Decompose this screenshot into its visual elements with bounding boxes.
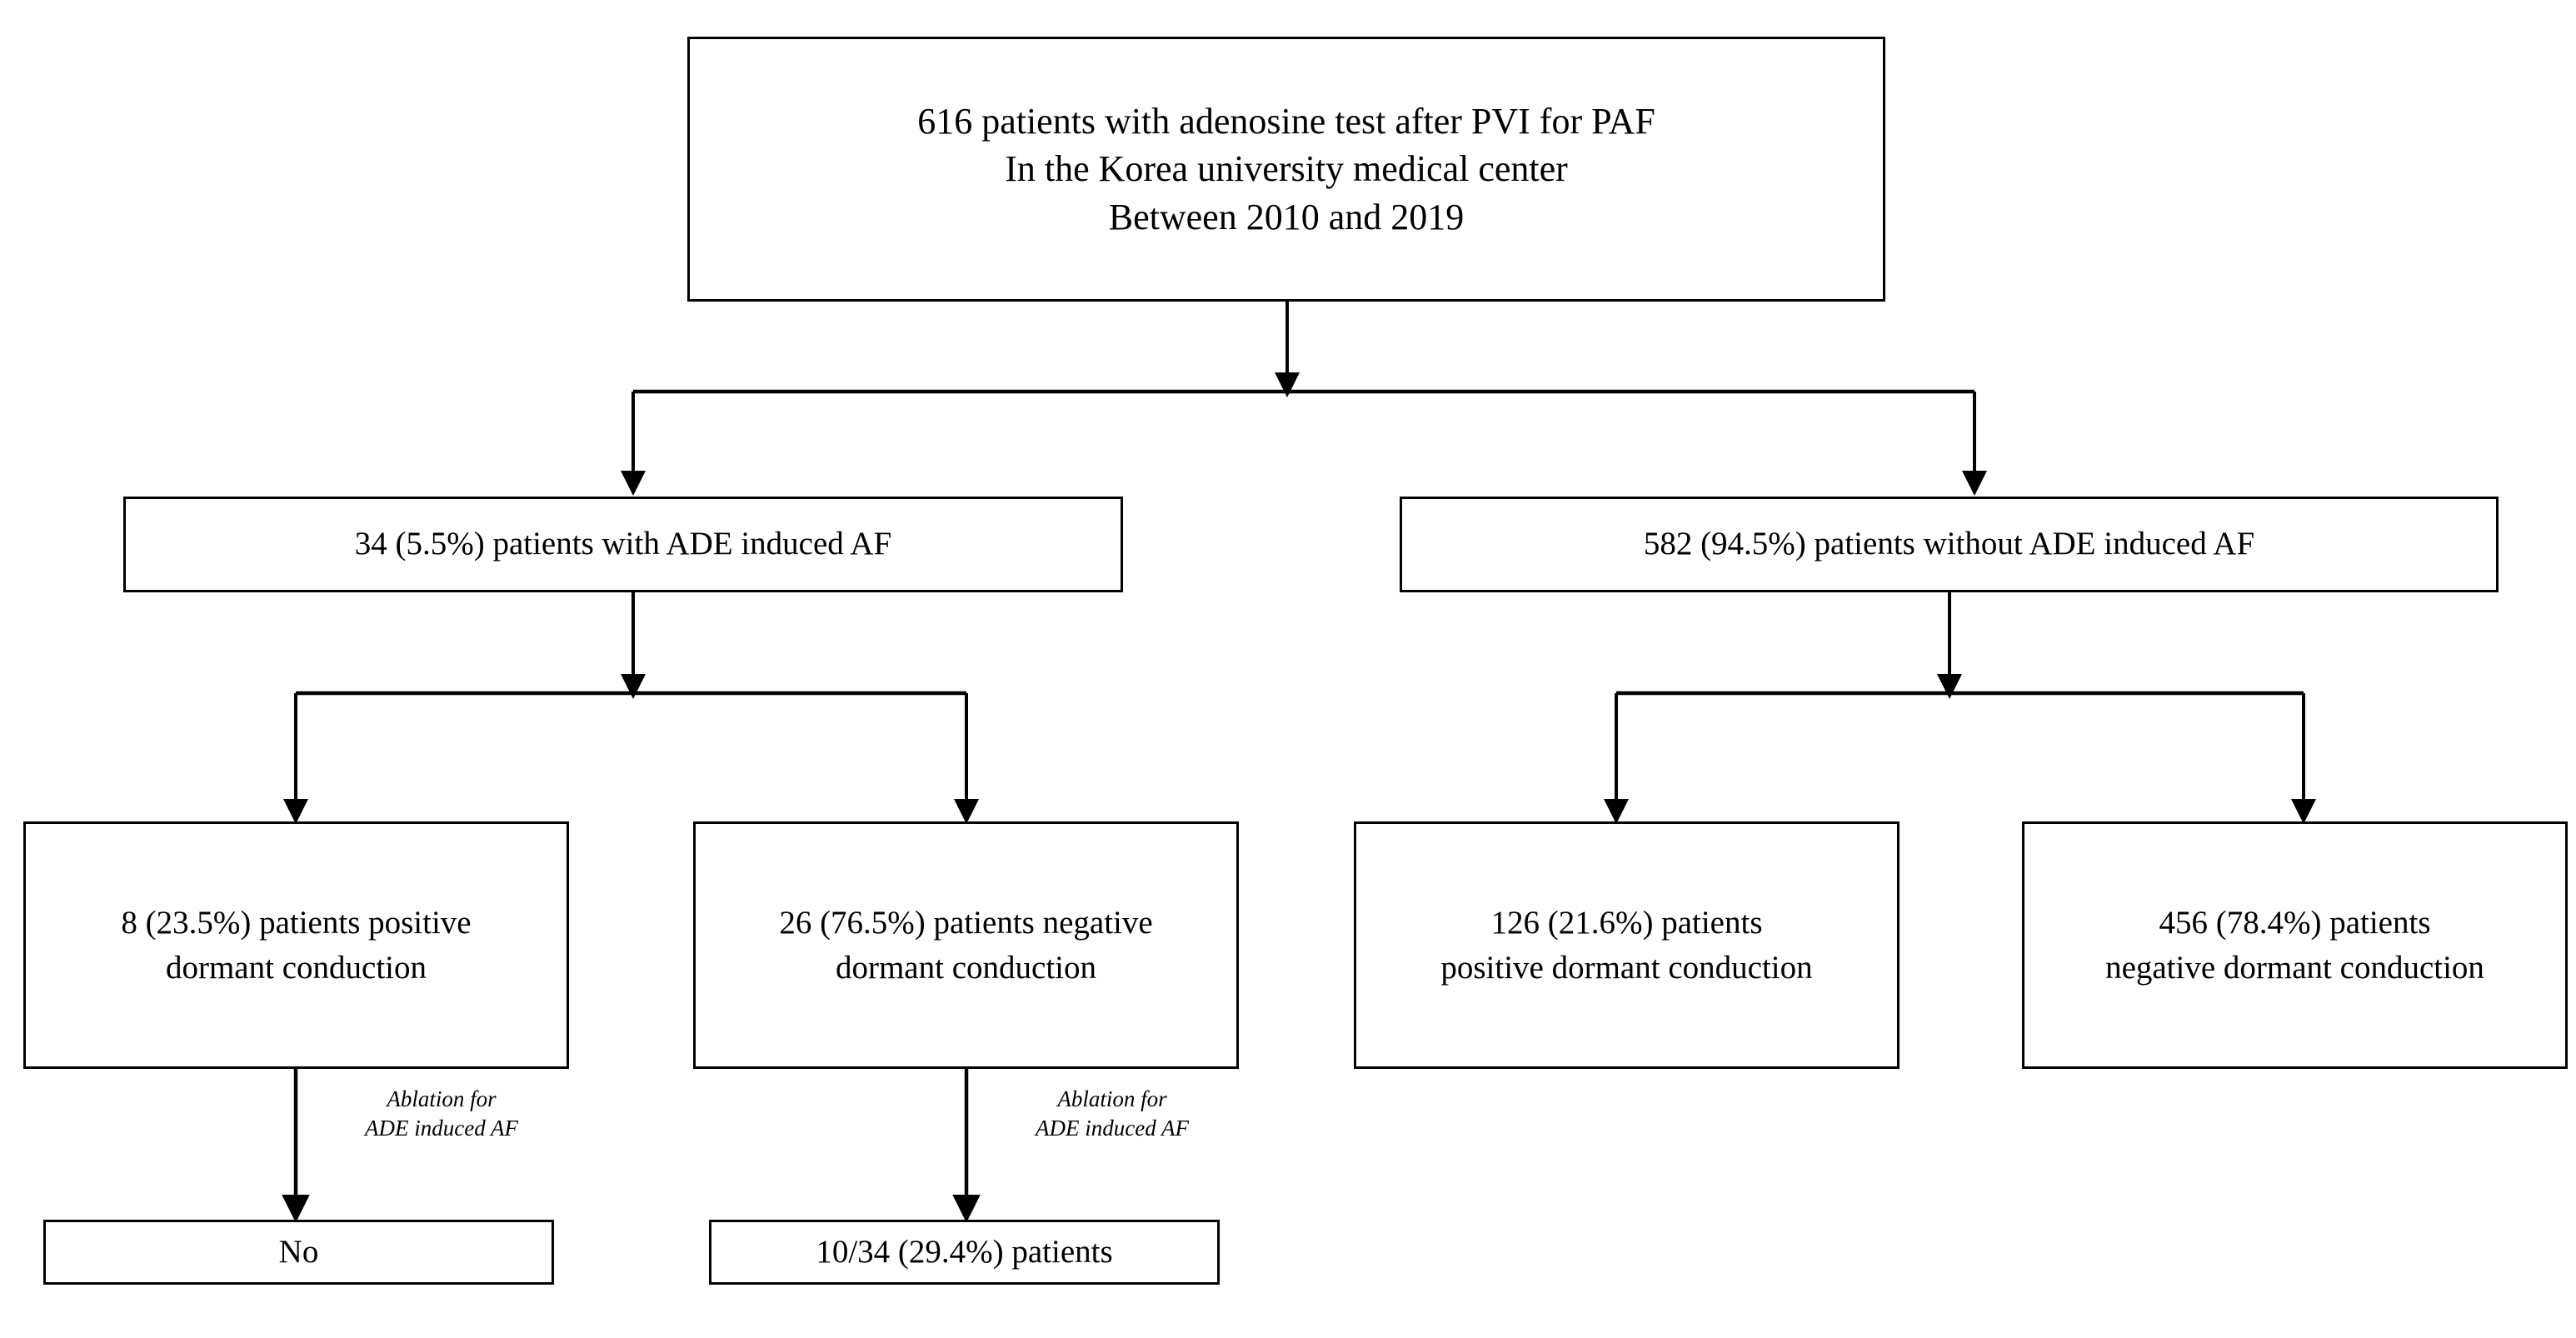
ade-induced-af-label: 34 (5.5%) patients with ADE induced AF (354, 526, 892, 562)
ade-positive-dormant-negative-box: 26 (76.5%) patients negative dormant con… (693, 821, 1239, 1069)
no-ade-induced-af-box: 582 (94.5%) patients without ADE induced… (1400, 497, 2499, 592)
ade-positive-dormant-positive-box: 8 (23.5%) patients positive dormant cond… (23, 821, 569, 1069)
root-cohort-label: 616 patients with adenosine test after P… (917, 101, 1655, 237)
no-ade-dormant-negative-box: 456 (78.4%) patients negative dormant co… (2022, 821, 2568, 1069)
ade-induced-af-box: 34 (5.5%) patients with ADE induced AF (123, 497, 1123, 592)
no-ade-dormant-negative-label: 456 (78.4%) patients negative dormant co… (2105, 905, 2484, 986)
outcome-ablation-count-box: 10/34 (29.4%) patients (709, 1220, 1220, 1285)
outcome-ablation-count-label: 10/34 (29.4%) patients (816, 1233, 1113, 1270)
root-cohort-box: 616 patients with adenosine test after P… (687, 37, 1885, 302)
no-ade-dormant-positive-box: 126 (21.6%) patients positive dormant co… (1354, 821, 1900, 1069)
ade-positive-dormant-positive-label: 8 (23.5%) patients positive dormant cond… (121, 905, 472, 986)
edge-ade-positive-split (283, 592, 979, 824)
no-ade-induced-af-label: 582 (94.5%) patients without ADE induced… (1643, 526, 2255, 562)
outcome-no-label: No (278, 1233, 319, 1270)
edge-root-to-split (621, 302, 1987, 496)
outcome-no-box: No (43, 1220, 554, 1285)
ade-positive-dormant-negative-label: 26 (76.5%) patients negative dormant con… (779, 905, 1153, 986)
no-ade-dormant-positive-label: 126 (21.6%) patients positive dormant co… (1440, 905, 1813, 986)
ablation-annotation-left: Ablation for ADE induced AF (365, 1086, 518, 1141)
edge-ade-negative-split (1604, 592, 2316, 824)
ablation-annotation-right: Ablation for ADE induced AF (1036, 1086, 1189, 1141)
